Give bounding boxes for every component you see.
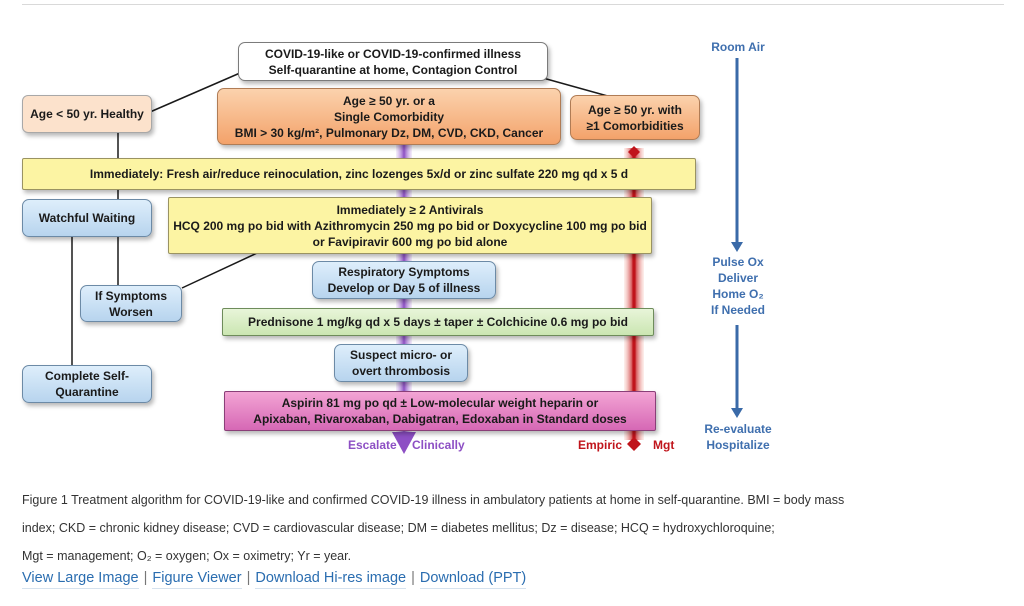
- reevaluate-label: Re-evaluate Hospitalize: [688, 421, 788, 453]
- respiratory-symptoms-box: Respiratory Symptoms Develop or Day 5 of…: [312, 261, 496, 299]
- age-under-50-label: Age < 50 yr. Healthy: [30, 107, 144, 121]
- age-50-multi-box: Age ≥ 50 yr. with ≥1 Comorbidities: [570, 95, 700, 140]
- top-divider: [22, 4, 1004, 5]
- prednisone-label: Prednisone 1 mg/kg qd x 5 days ± taper ±…: [248, 315, 628, 329]
- clinically-label: Clinically: [412, 438, 465, 452]
- figure-links: View Large Image|Figure Viewer|Download …: [22, 570, 527, 589]
- complete-self-line1: Complete Self-: [44, 369, 129, 383]
- suspect-line2: overt thrombosis: [351, 364, 450, 378]
- escalate-label: Escalate: [348, 438, 397, 452]
- if-symptoms-line1: If Symptoms: [94, 288, 167, 303]
- caption-line-3: Mgt = management; O₂ = oxygen; Ox = oxim…: [22, 549, 352, 563]
- age-50-single-box: Age ≥ 50 yr. or a Single Comorbidity BMI…: [217, 88, 561, 145]
- pulse-ox-arrow-head: [731, 408, 743, 418]
- empiric-diamond-top: [628, 146, 640, 158]
- antivirals-line1: Immediately ≥ 2 Antivirals: [336, 202, 484, 217]
- download-hires-link[interactable]: Download Hi-res image: [255, 570, 407, 589]
- antivirals-line2: HCQ 200 mg po bid with Azithromycin 250 …: [173, 218, 647, 233]
- aspirin-line1: Aspirin 81 mg po qd ± Low-molecular weig…: [281, 396, 599, 410]
- empiric-label: Empiric: [578, 438, 623, 452]
- illness-box-line1: COVID-19-like or COVID-19-confirmed illn…: [264, 46, 522, 61]
- room-air-arrow-head: [731, 242, 743, 252]
- age-50-multi-line2: ≥1 Comorbidities: [586, 118, 684, 133]
- pulse-ox-line1: Pulse Ox: [712, 255, 764, 269]
- suspect-thrombosis-box: Suspect micro- or overt thrombosis: [334, 344, 468, 382]
- antivirals-line3: or Favipiravir 600 mg po bid alone: [312, 234, 508, 249]
- immediately-zinc-box: Immediately: Fresh air/reduce reinoculat…: [22, 158, 696, 190]
- pulse-ox-line4: If Needed: [710, 303, 765, 317]
- caption-line-2: index; CKD = chronic kidney disease; CVD…: [22, 521, 775, 535]
- link-separator: |: [143, 570, 148, 586]
- aspirin-line2: Apixaban, Rivaroxaban, Dabigatran, Edoxa…: [253, 412, 627, 426]
- complete-self-quarantine-box: Complete Self- Quarantine: [22, 365, 152, 403]
- download-ppt-link[interactable]: Download (PPT): [419, 570, 527, 589]
- respiratory-line2: Develop or Day 5 of illness: [327, 281, 481, 295]
- age-50-single-line3: BMI > 30 kg/m², Pulmonary Dz, DM, CVD, C…: [234, 125, 544, 140]
- escalate-arrow-head: [392, 432, 416, 454]
- illness-box-line2: Self-quarantine at home, Contagion Contr…: [268, 62, 518, 77]
- room-air-label: Room Air: [711, 40, 765, 54]
- watchful-waiting-box: Watchful Waiting: [22, 199, 152, 237]
- complete-self-line2: Quarantine: [55, 385, 119, 399]
- illness-box: COVID-19-like or COVID-19-confirmed illn…: [238, 42, 548, 81]
- figure-viewer-link[interactable]: Figure Viewer: [152, 570, 242, 589]
- age-50-single-line2: Single Comorbidity: [333, 109, 444, 124]
- pulse-ox-label: Pulse Ox Deliver Home O₂ If Needed: [688, 254, 788, 318]
- link-separator: |: [246, 570, 251, 586]
- if-symptoms-line2: Worsen: [109, 304, 153, 319]
- age-50-single-line1: Age ≥ 50 yr. or a: [343, 93, 435, 108]
- empiric-diamond-bottom: [627, 437, 641, 451]
- reevaluate-line2: Hospitalize: [706, 438, 770, 452]
- suspect-line1: Suspect micro- or: [349, 348, 453, 362]
- caption-line-1: Figure 1 Treatment algorithm for COVID-1…: [22, 493, 845, 507]
- pulse-ox-line3: Home O₂: [712, 287, 764, 301]
- connector-top-to-age-under-50: [149, 72, 241, 113]
- figure-caption: Figure 1 Treatment algorithm for COVID-1…: [22, 486, 1007, 570]
- age-under-50-box: Age < 50 yr. Healthy: [22, 95, 152, 133]
- watchful-waiting-label: Watchful Waiting: [38, 211, 136, 225]
- prednisone-box: Prednisone 1 mg/kg qd x 5 days ± taper ±…: [222, 308, 654, 336]
- respiratory-line1: Respiratory Symptoms: [338, 265, 470, 279]
- view-large-image-link[interactable]: View Large Image: [22, 570, 139, 589]
- antivirals-box: Immediately ≥ 2 Antivirals HCQ 200 mg po…: [168, 197, 652, 254]
- aspirin-box: Aspirin 81 mg po qd ± Low-molecular weig…: [224, 391, 656, 431]
- reevaluate-line1: Re-evaluate: [704, 422, 772, 436]
- immediately-zinc-label: Immediately: Fresh air/reduce reinoculat…: [89, 167, 629, 181]
- mgt-label: Mgt: [653, 438, 675, 452]
- if-symptoms-worsen-box: If Symptoms Worsen: [80, 285, 182, 322]
- age-50-multi-line1: Age ≥ 50 yr. with: [588, 102, 682, 117]
- link-separator: |: [411, 570, 415, 586]
- pulse-ox-line2: Deliver: [717, 271, 759, 285]
